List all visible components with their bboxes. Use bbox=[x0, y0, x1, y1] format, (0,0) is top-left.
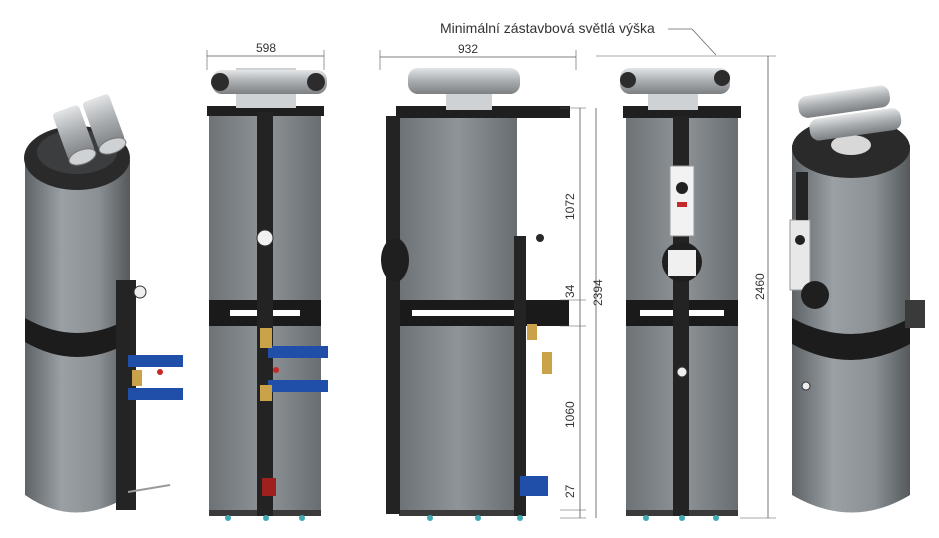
valve-brass bbox=[132, 370, 142, 386]
red-valve bbox=[157, 369, 163, 375]
control-panel bbox=[669, 165, 695, 237]
dim-label-2460: 2460 bbox=[753, 273, 767, 300]
manifold bbox=[520, 476, 548, 496]
manifold bbox=[128, 388, 183, 400]
black-band bbox=[25, 318, 130, 357]
burner-bump bbox=[801, 281, 829, 309]
feet bbox=[517, 515, 523, 521]
control-panel bbox=[789, 219, 811, 291]
control-dial bbox=[676, 182, 688, 194]
feet bbox=[225, 515, 231, 521]
tank-top-inner bbox=[831, 135, 871, 155]
manifold bbox=[905, 300, 925, 328]
control-dial bbox=[795, 235, 805, 245]
dim-label-27: 27 bbox=[563, 484, 577, 498]
flue-pipes bbox=[52, 94, 127, 166]
dim-label-932: 932 bbox=[458, 42, 478, 56]
control-display bbox=[677, 202, 687, 207]
side-frame bbox=[796, 172, 808, 220]
view-front: 932 1072 34 1060 27 2394 bbox=[379, 42, 605, 521]
valve-brass bbox=[527, 324, 537, 340]
feet bbox=[679, 515, 685, 521]
caption-text: Minimální zástavbová světlá výška bbox=[440, 20, 655, 36]
tank-upper bbox=[399, 116, 517, 300]
tank-lower bbox=[399, 326, 517, 514]
pipe-outlet bbox=[127, 484, 171, 493]
dim-label-598: 598 bbox=[256, 41, 276, 55]
valve-brass bbox=[260, 385, 272, 401]
band-gap bbox=[412, 310, 516, 316]
center-frame bbox=[257, 112, 273, 516]
gauge bbox=[676, 366, 688, 378]
dim-label-1072: 1072 bbox=[563, 193, 577, 220]
valve-brass bbox=[542, 352, 552, 374]
dim-label-2394: 2394 bbox=[591, 279, 605, 306]
burner-bump bbox=[381, 238, 409, 282]
tank-top-cap bbox=[207, 106, 324, 116]
flue-pipes bbox=[798, 85, 902, 141]
view-iso-left bbox=[24, 94, 183, 513]
gauge bbox=[256, 229, 274, 247]
tank-body bbox=[792, 145, 910, 513]
pump bbox=[262, 478, 276, 496]
valve-brass bbox=[260, 328, 272, 348]
side-bracket bbox=[116, 280, 136, 510]
black-band bbox=[792, 318, 910, 360]
manifold bbox=[128, 355, 183, 367]
tank-top-cap bbox=[396, 106, 570, 118]
gauge bbox=[133, 285, 147, 299]
view-back: 2460 bbox=[596, 55, 776, 521]
tank-base bbox=[399, 510, 517, 516]
feet bbox=[475, 515, 481, 521]
red-valve bbox=[536, 234, 544, 242]
dim-label-34: 34 bbox=[563, 284, 577, 298]
feet bbox=[643, 515, 649, 521]
manifold bbox=[268, 380, 328, 392]
flue-assembly bbox=[620, 68, 730, 110]
feet bbox=[427, 515, 433, 521]
feet bbox=[299, 515, 305, 521]
feet bbox=[263, 515, 269, 521]
gauge bbox=[801, 381, 811, 391]
caption-leader-diag bbox=[691, 28, 717, 56]
flue-assembly bbox=[211, 68, 327, 108]
dim-label-1060: 1060 bbox=[563, 401, 577, 428]
manifold bbox=[268, 346, 328, 358]
view-side: 598 bbox=[206, 41, 328, 521]
side-bracket bbox=[514, 236, 526, 516]
red-valve bbox=[273, 367, 279, 373]
view-iso-right bbox=[789, 85, 925, 513]
flue-assembly bbox=[408, 68, 520, 110]
side-frame bbox=[386, 116, 400, 514]
feet bbox=[713, 515, 719, 521]
